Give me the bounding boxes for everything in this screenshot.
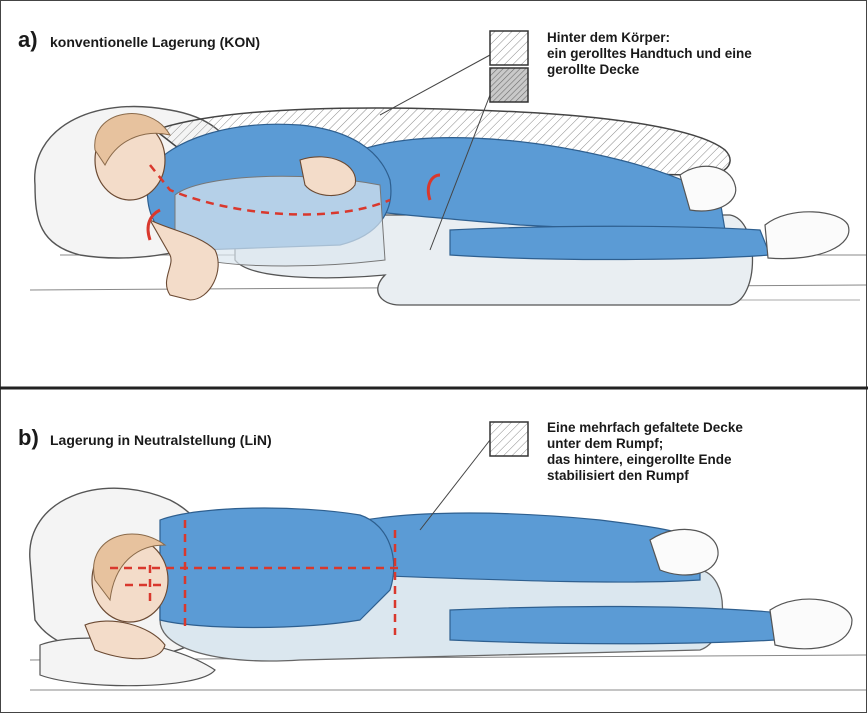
panel-b-legend: Eine mehrfach gefaltete Decke unter dem … — [547, 420, 743, 484]
panel-b-label: b) — [18, 425, 39, 451]
legend-b-line: stabilisiert den Rumpf — [547, 468, 743, 484]
panel-a-legend: Hinter dem Körper: ein gerolltes Handtuc… — [547, 30, 752, 78]
legend-swatch-hatched-b — [490, 422, 528, 456]
foot-bottom-b — [770, 599, 852, 649]
panel-a-label: a) — [18, 27, 38, 53]
foot-bottom-a — [765, 212, 849, 259]
panel-a-title: konventionelle Lagerung (KON) — [50, 34, 260, 50]
foot-top-a — [680, 166, 736, 211]
legend-a-line: Hinter dem Körper: — [547, 30, 752, 46]
foot-top-b — [650, 529, 718, 575]
legend-b-line: unter dem Rumpf; — [547, 436, 743, 452]
legend-b-line: das hintere, eingerollte Ende — [547, 452, 743, 468]
panel-a-illustration — [30, 55, 866, 305]
legend-a-line: ein gerolltes Handtuch und eine — [547, 46, 752, 62]
legend-swatch-dark-a — [490, 68, 528, 102]
legend-b-line: Eine mehrfach gefaltete Decke — [547, 420, 743, 436]
legend-swatch-hatched-a — [490, 31, 528, 65]
legend-a-line: gerollte Decke — [547, 62, 752, 78]
panel-b-title: Lagerung in Neutralstellung (LiN) — [50, 432, 272, 448]
